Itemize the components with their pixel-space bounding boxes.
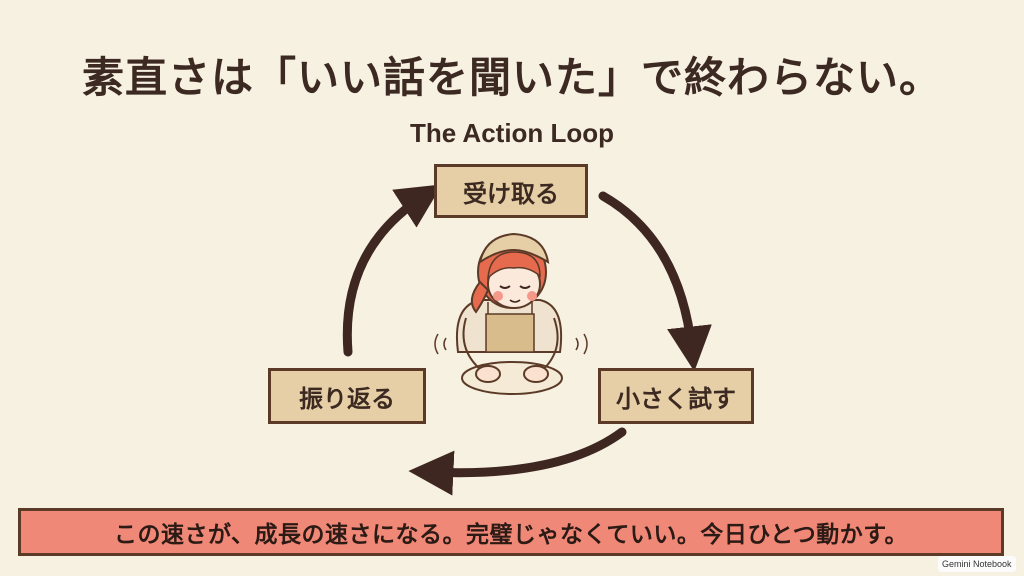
bottom-message-text: この速さが、成長の速さになる。完璧じゃなくていい。今日ひとつ動かす。 (114, 522, 908, 548)
watermark-text: Gemini Notebook (942, 559, 1012, 569)
gemini-notebook-watermark: Gemini Notebook (938, 556, 1016, 572)
step-reflect: 振り返る (268, 368, 426, 424)
arrow-top-to-right (598, 191, 712, 372)
step-try-small: 小さく試す (598, 368, 754, 424)
diagram-subtitle: The Action Loop (409, 118, 615, 148)
girl-kneading-illustration (434, 232, 588, 395)
arrow-right-to-left (408, 427, 627, 496)
page-title: 素直さは「いい話を聞いた」で終わらない。 (81, 53, 942, 102)
step-receive: 受け取る (434, 164, 588, 218)
bottom-message-banner: この速さが、成長の速さになる。完璧じゃなくていい。今日ひとつ動かす。 (18, 508, 1004, 556)
arrow-left-to-top (342, 184, 443, 357)
